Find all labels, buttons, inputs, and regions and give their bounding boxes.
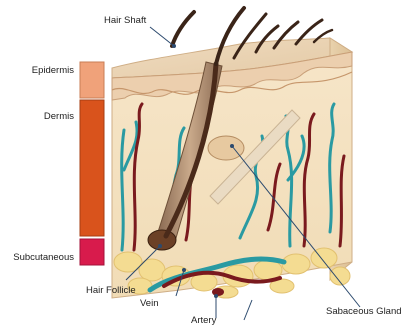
sabaceous-gland-label: Sabaceous Gland	[326, 307, 402, 317]
vein-label: Vein	[140, 299, 159, 309]
epidermis-label: Epidermis	[32, 66, 74, 76]
artery-label: Artery	[191, 316, 216, 326]
dermis-label: Dermis	[44, 112, 74, 122]
artery-node	[212, 288, 224, 296]
hair-bulb	[148, 230, 176, 250]
hair-shaft-label: Hair Shaft	[104, 16, 146, 26]
epidermis-bar	[80, 62, 104, 98]
sebaceous-gland	[208, 136, 244, 160]
subcutaneous-label: Subcutaneous	[13, 253, 74, 263]
dermis-bar	[80, 100, 104, 236]
hair-follicle-label: Hair Follicle	[86, 286, 136, 296]
subcutaneous-bar	[80, 239, 104, 265]
